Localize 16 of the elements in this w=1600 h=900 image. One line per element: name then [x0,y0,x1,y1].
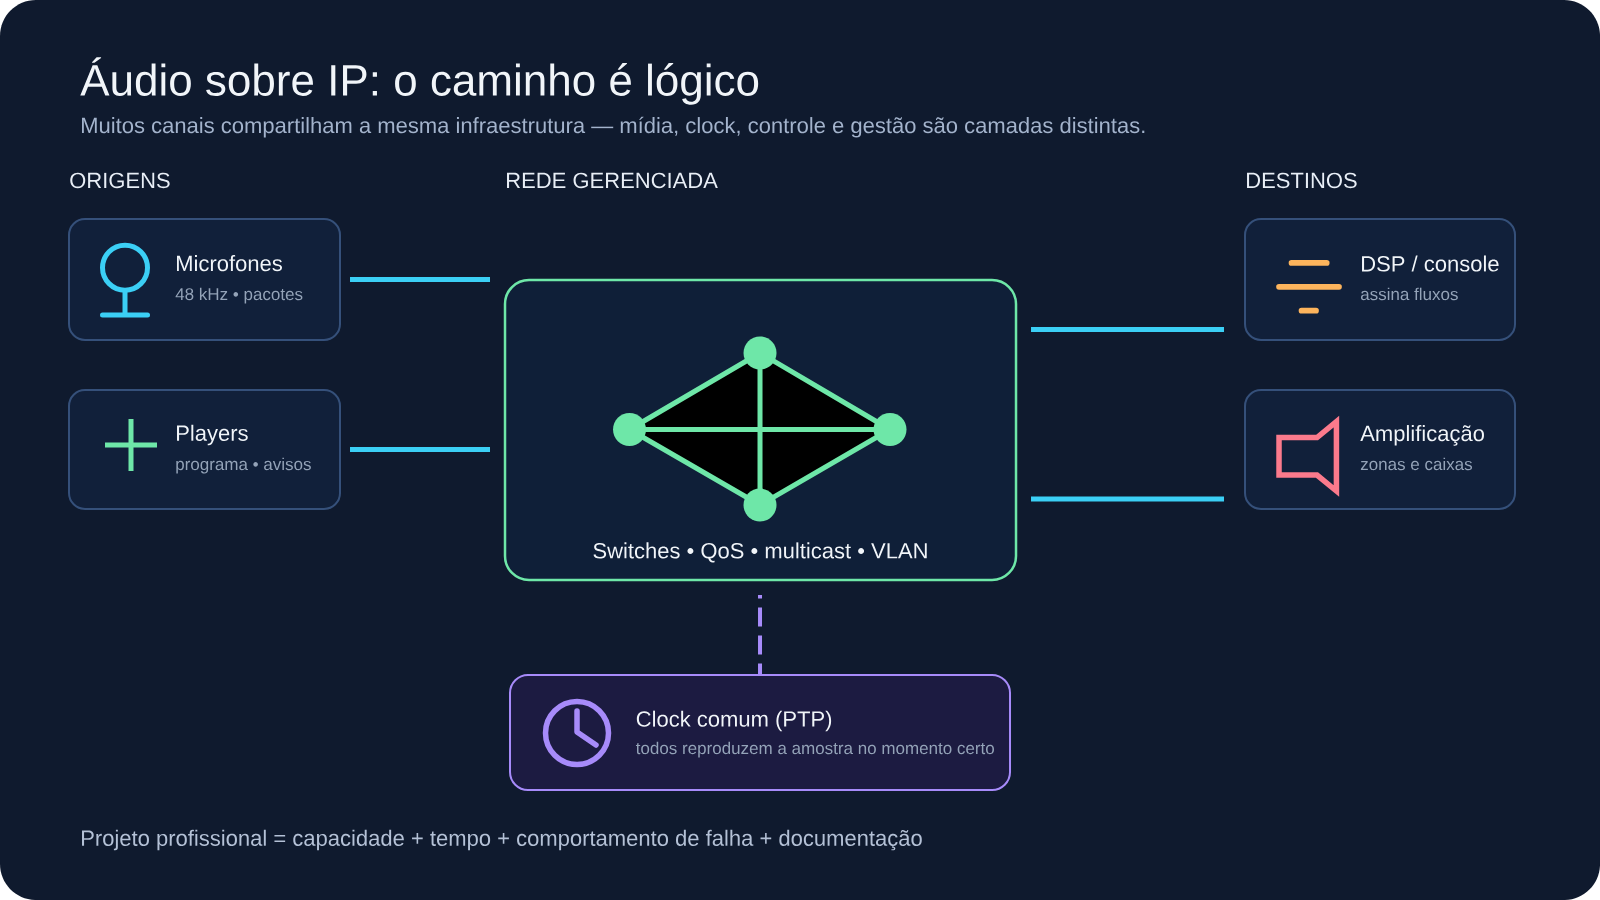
column-heading: REDE GERENCIADA [507,172,718,189]
footer-note: Projeto profissional = capacidade + tempo + comportamento de falha + documentação [82,829,922,851]
clock-card: Clock comum (PTP) todos reproduzem a amostra no momento certo [509,674,1011,791]
column-heading: ORIGENS [70,172,170,189]
connector-line [758,595,762,675]
subtitle: Muitos canais compartilham a mesma infraestrutura — mídia, clock, controle e gestão são camadas distintas. [82,116,1145,138]
column-heading: DESTINOS [1247,172,1357,189]
source-card: Microfones 48 kHz • pacotes [68,218,341,341]
connector-line [350,447,490,452]
connector-line [1031,496,1224,502]
source-card: Players programa • avisos [68,389,341,510]
destination-card: Amplificação zonas e caixas [1244,389,1516,510]
destination-card: DSP / console assina fluxos [1244,218,1516,341]
connector-line [1031,327,1224,332]
connector-line [350,277,490,282]
title: Áudio sobre IP: o caminho é lógico [80,57,759,105]
